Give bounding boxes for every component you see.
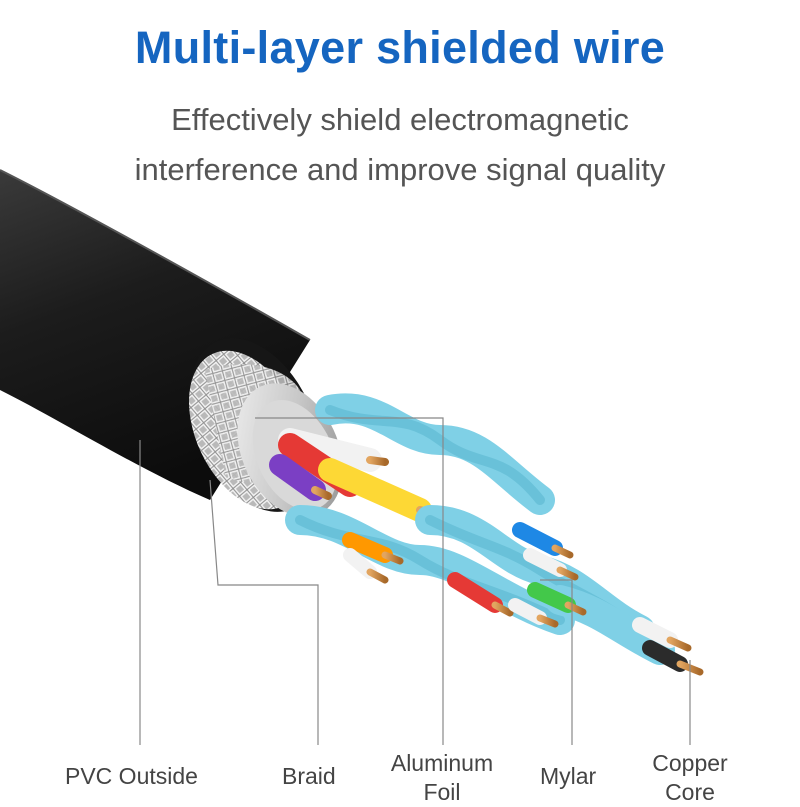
subtitle-line-2: interference and improve signal quality (134, 152, 666, 187)
label-mylar: Mylar (540, 763, 597, 789)
page-title: Multi-layer shielded wire (134, 22, 666, 73)
label-copper-line-2: Core (665, 779, 715, 805)
label-aluminum-line-2: Foil (423, 779, 461, 805)
label-copper-line-1: Copper (652, 750, 728, 776)
pair-wire-ends (342, 522, 704, 676)
label-pvc-outside: PVC Outside (65, 763, 198, 789)
twisted-pairs (285, 393, 675, 665)
label-aluminum-foil: Aluminum Foil (390, 749, 494, 807)
colored-cores (269, 428, 442, 522)
subtitle-line-1: Effectively shield electromagnetic (171, 102, 629, 137)
label-aluminum-line-1: Aluminum (390, 750, 494, 776)
label-copper-core: Copper Core (646, 749, 734, 807)
label-braid: Braid (282, 763, 336, 789)
leader-lines (139, 417, 691, 745)
